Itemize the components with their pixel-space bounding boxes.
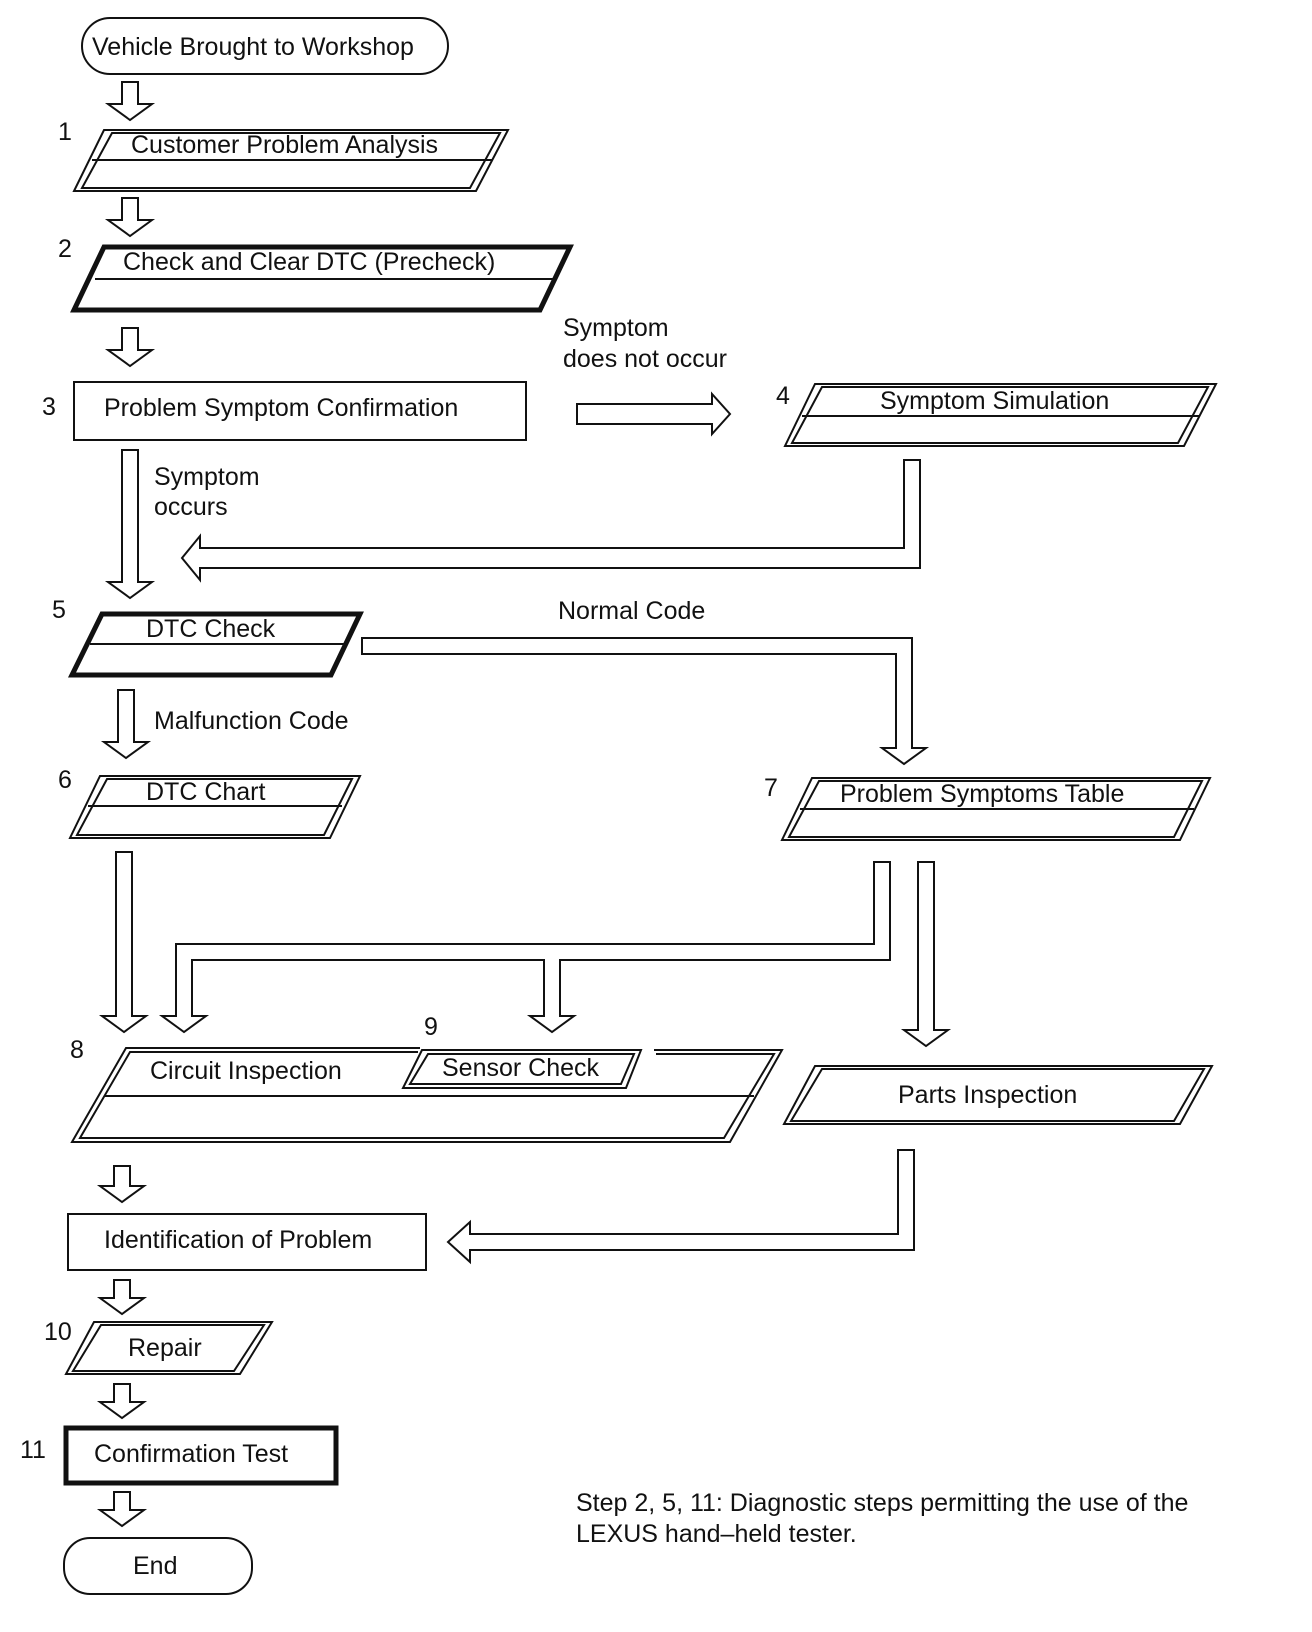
start-label: Vehicle Brought to Workshop <box>92 33 414 61</box>
step-1-customer-problem-analysis: 1 Customer Problem Analysis <box>58 118 510 192</box>
arrow-to-symptom-simulation <box>576 391 732 437</box>
down-arrow <box>104 197 156 238</box>
footnote: Step 2, 5, 11: Diagnostic steps permitti… <box>576 1488 1276 1550</box>
down-arrow <box>96 1491 148 1528</box>
parts-inspection-label: Parts Inspection <box>898 1081 1077 1109</box>
step-9-label: Sensor Check <box>442 1054 600 1082</box>
arrow-table-to-parts <box>900 861 952 1048</box>
end-terminal: End <box>63 1537 253 1595</box>
step-5-number: 5 <box>52 596 66 624</box>
step-11-number: 11 <box>20 1436 46 1464</box>
step-11-label: Confirmation Test <box>94 1440 288 1468</box>
down-arrow <box>96 1165 148 1204</box>
arrow-symptom-simulation-return <box>180 459 921 583</box>
step-10-number: 10 <box>44 1318 72 1346</box>
step-6-dtc-chart: 6 DTC Chart <box>58 766 362 839</box>
step-2-check-clear-dtc: 2 Check and Clear DTC (Precheck) <box>58 235 574 313</box>
step-9-sensor-check: 9 Sensor Check <box>401 1013 643 1089</box>
step-11-confirmation-test: 11 Confirmation Test <box>20 1425 339 1486</box>
step-4-label: Symptom Simulation <box>880 387 1109 415</box>
edge-label-malfunction-code: Malfunction Code <box>154 707 349 735</box>
step-7-number: 7 <box>764 774 778 802</box>
identification-label: Identification of Problem <box>104 1226 372 1254</box>
edge-label-normal-code: Normal Code <box>558 597 705 625</box>
arrow-table-to-circuit-and-sensor <box>158 861 891 1034</box>
down-arrow <box>96 1383 148 1420</box>
step-1-label: Customer Problem Analysis <box>131 131 438 159</box>
edge-label-symptom-occurs-1: Symptom <box>154 463 260 491</box>
arrow-normal-code <box>361 637 930 766</box>
step-2-number: 2 <box>58 235 72 263</box>
down-arrow <box>96 1279 148 1316</box>
arrow-dtc-chart-to-circuit <box>98 851 150 1034</box>
edge-label-symptom-occurs-2: occurs <box>154 493 228 521</box>
step-4-number: 4 <box>776 382 790 410</box>
step-3-problem-symptom-confirmation: 3 Problem Symptom Confirmation <box>42 381 527 441</box>
step-5-label: DTC Check <box>146 615 276 643</box>
step-2-label: Check and Clear DTC (Precheck) <box>123 248 495 276</box>
arrow-parts-to-identification <box>446 1149 915 1265</box>
end-label: End <box>133 1552 177 1580</box>
step-6-number: 6 <box>58 766 72 794</box>
step-3-number: 3 <box>42 393 56 421</box>
step-10-repair: 10 Repair <box>44 1318 274 1375</box>
step-9-number: 9 <box>424 1013 438 1041</box>
edge-label-symptom-does-not-occur-1: Symptom <box>563 314 669 342</box>
step-3-label: Problem Symptom Confirmation <box>104 394 458 422</box>
arrow-to-dtc-check <box>104 449 156 600</box>
step-7-label: Problem Symptoms Table <box>840 780 1124 808</box>
arrow-malfunction-code <box>100 689 152 760</box>
edge-label-symptom-does-not-occur-2: does not occur <box>563 345 727 373</box>
identification-of-problem: Identification of Problem <box>67 1213 427 1271</box>
footnote-line-1: Step 2, 5, 11: Diagnostic steps permitti… <box>576 1489 1189 1517</box>
start-terminal: Vehicle Brought to Workshop <box>81 17 449 75</box>
step-8-number: 8 <box>70 1036 84 1064</box>
parts-inspection: Parts Inspection <box>782 1065 1214 1125</box>
step-7-problem-symptoms-table: 7 Problem Symptoms Table <box>764 774 1212 841</box>
step-8-label: Circuit Inspection <box>150 1057 342 1085</box>
step-5-dtc-check: 5 DTC Check <box>52 596 364 678</box>
step-6-label: DTC Chart <box>146 778 266 806</box>
step-1-number: 1 <box>58 118 72 146</box>
step-10-label: Repair <box>128 1334 202 1362</box>
step-4-symptom-simulation: 4 Symptom Simulation <box>776 382 1218 447</box>
down-arrow <box>104 81 156 122</box>
step-8-circuit-inspection: 8 Circuit Inspection <box>70 1036 784 1143</box>
footnote-line-2: LEXUS hand–held tester. <box>576 1520 857 1548</box>
down-arrow <box>104 327 156 368</box>
